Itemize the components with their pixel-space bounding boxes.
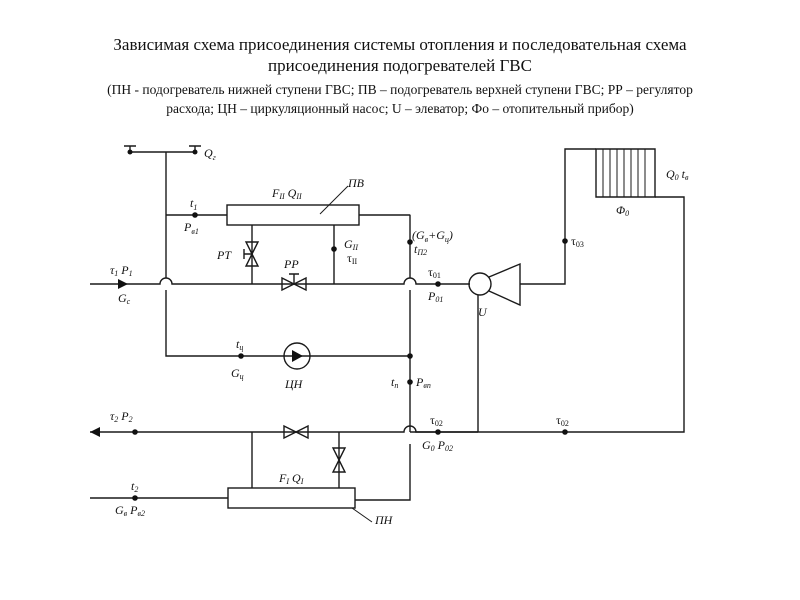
diagram-title: Зависимая схема присоединения системы от… — [0, 34, 800, 76]
label-f0: Φ0 — [616, 203, 629, 218]
supply-flow-arrow — [118, 279, 128, 289]
label-p01: P01 — [427, 289, 443, 304]
cold-water-riser — [124, 145, 408, 357]
diagram-legend: (ПН - подогреватель нижней ступени ГВС; … — [40, 80, 760, 118]
tp-sensor — [407, 379, 413, 385]
tau03-sensor — [562, 238, 568, 244]
return-main-pipe — [90, 425, 478, 437]
label-gcirc: Gц — [231, 366, 244, 381]
label-tau01: τ01 — [428, 265, 441, 280]
lower-stage-heater-pn — [227, 487, 356, 509]
label-fii-qii: FII QII — [271, 186, 302, 201]
tau2-sensor — [132, 429, 138, 435]
return-flow-arrow — [90, 427, 100, 437]
legend-line-1: (ПН - подогреватель нижней ступени ГВС; … — [107, 82, 693, 97]
heating-device-f0 — [410, 148, 685, 433]
pv-outlet-pipe — [359, 214, 411, 278]
circulation-pump — [283, 342, 311, 370]
label-tc: tц — [236, 337, 243, 352]
recirc-junction — [407, 353, 413, 359]
label-q0-tv: Q0 tв — [666, 167, 689, 182]
label-tp: tп — [391, 375, 398, 390]
label-t1: t1 — [190, 196, 197, 212]
label-cn: ЦН — [284, 377, 304, 391]
label-pn: ПН — [374, 513, 394, 527]
pn-leader-line — [351, 507, 373, 523]
flow-regulator-pp — [281, 273, 307, 292]
label-tau1-p1: τ1 P1 — [110, 263, 133, 278]
gii-sensor — [331, 246, 337, 252]
label-tau02-left: τ02 — [430, 413, 443, 428]
label-pv: ПВ — [347, 176, 365, 190]
t1-sensor — [192, 212, 198, 218]
elevator-u — [468, 148, 596, 432]
label-tau-ii: τII — [347, 251, 357, 266]
label-pt: PT — [216, 248, 232, 262]
legend-line-2: расхода; ЦН – циркуляционный насос; U – … — [166, 101, 634, 116]
label-gii: GII — [344, 237, 358, 252]
tp2-sensor — [407, 239, 413, 245]
upper-stage-heater-pv — [226, 204, 360, 226]
tc-sensor — [238, 353, 244, 359]
label-gc: Gc — [118, 291, 131, 306]
label-gv-pv2: Gв Pв2 — [115, 503, 145, 518]
label-fi-qi: FI QI — [278, 471, 304, 486]
pv-leader-line — [319, 185, 349, 215]
t2-sensor — [132, 495, 138, 501]
tau01-sensor — [435, 281, 441, 287]
label-g0-p02: G0 P02 — [422, 438, 453, 453]
label-u: U — [478, 305, 488, 319]
label-qg: Qг — [204, 146, 216, 162]
return-valve — [283, 424, 309, 440]
label-tp2: tП2 — [414, 242, 427, 257]
title-line-2: присоединения подогревателей ГВС — [268, 56, 532, 75]
pn-branch-valve — [331, 447, 347, 473]
tap-point-right — [192, 149, 198, 155]
label-pv1: Pв1 — [183, 220, 199, 236]
label-pvp: Pвп — [415, 375, 431, 390]
label-tau02-right: τ02 — [556, 413, 569, 428]
tap-point-left — [127, 149, 133, 155]
title-line-1: Зависимая схема присоединения системы от… — [113, 35, 687, 54]
supply-main-pipe — [90, 277, 470, 289]
tau02-sensor-left — [435, 429, 441, 435]
tau02-sensor-right — [562, 429, 568, 435]
label-tau03: τ03 — [571, 234, 584, 249]
label-gv-gc: (Gв+Gц) — [412, 228, 453, 244]
label-pp: PP — [283, 257, 299, 271]
label-tau2-p2: τ2 P2 — [110, 409, 133, 424]
label-t2: t2 — [131, 479, 138, 494]
pump-arrow-icon — [292, 350, 303, 362]
temperature-regulator-pt — [243, 241, 260, 267]
